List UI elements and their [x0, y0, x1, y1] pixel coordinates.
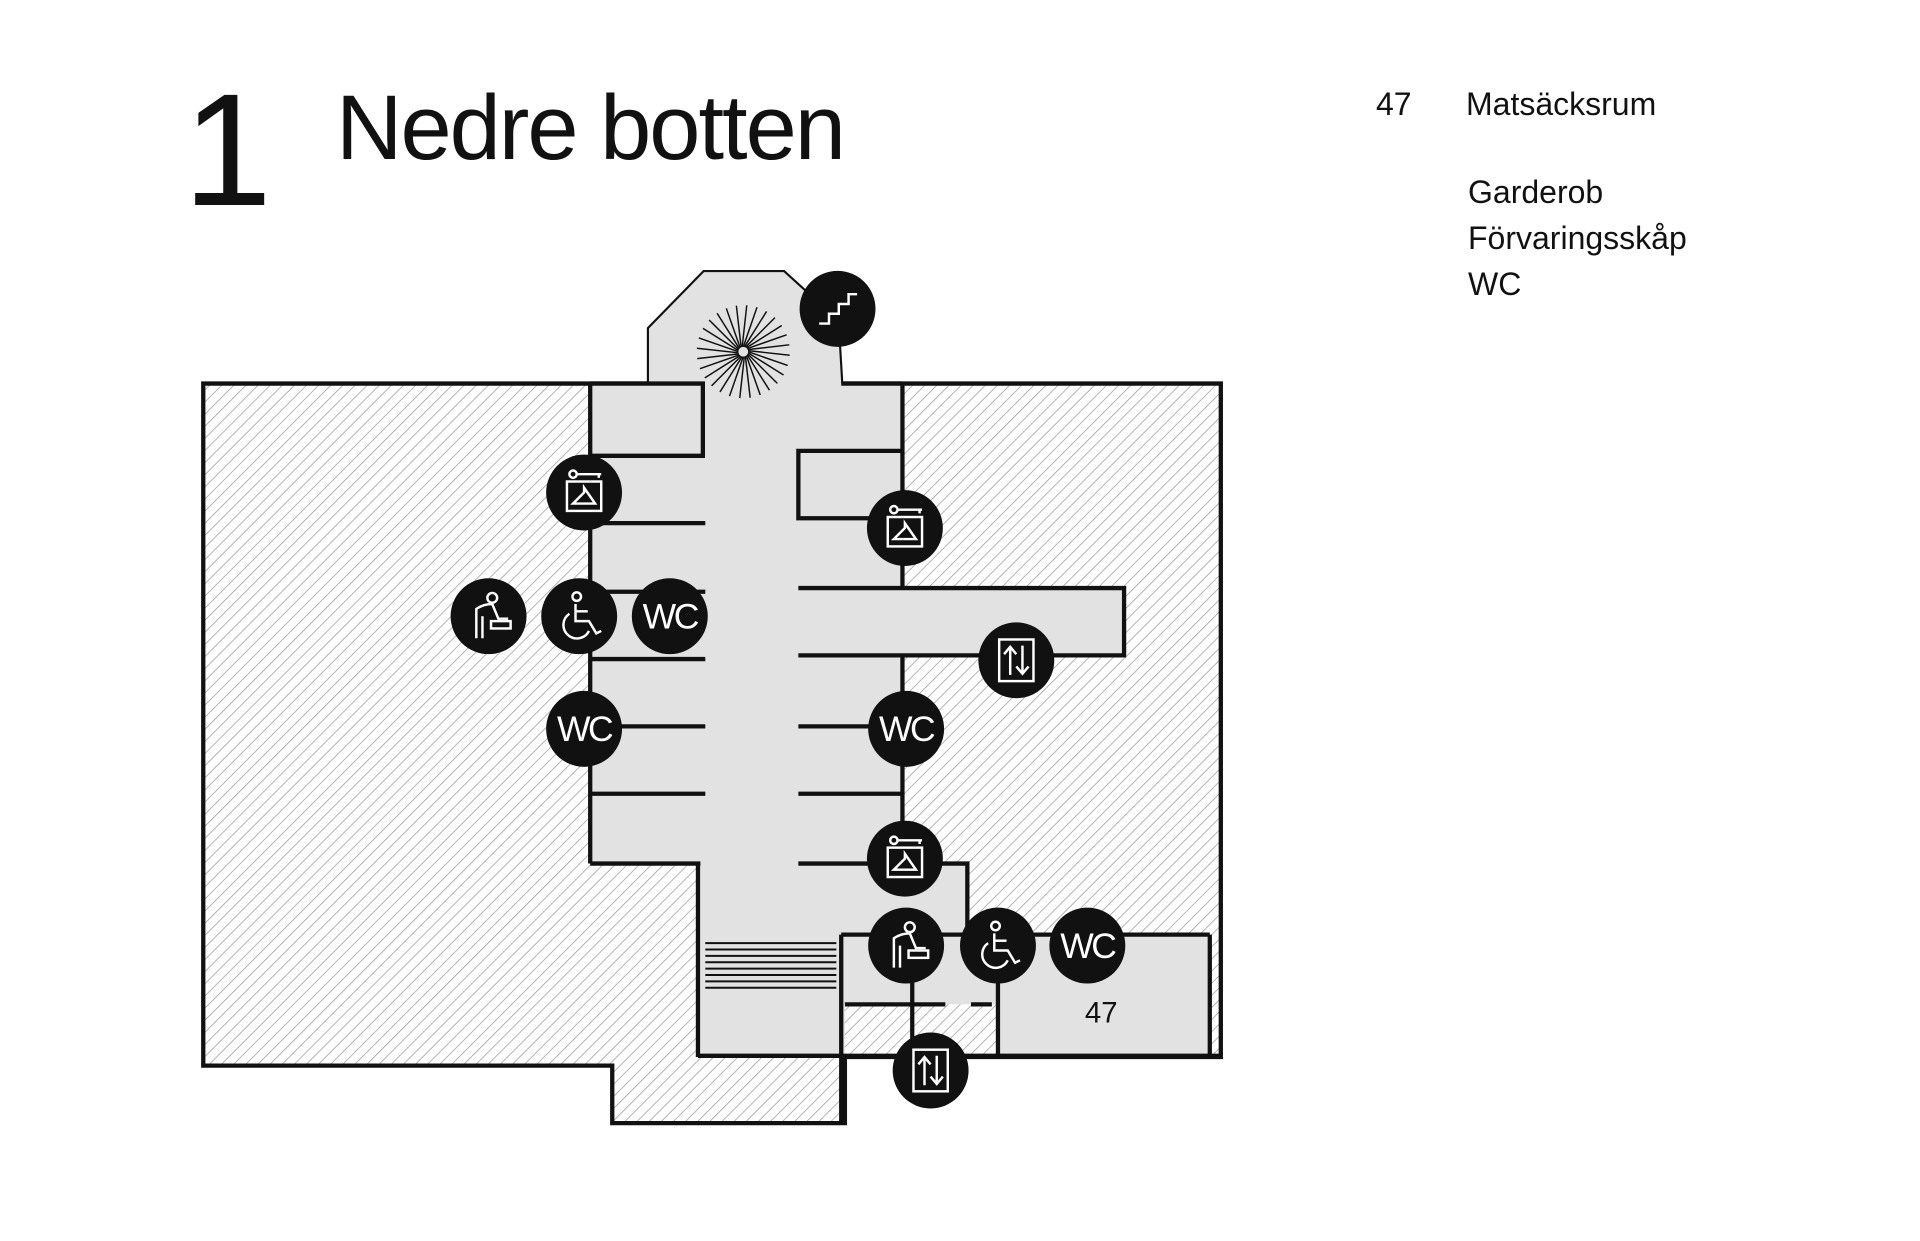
spiral-ray: [746, 334, 787, 350]
wheelchair-icon: [541, 578, 618, 655]
elevator-icon: [978, 622, 1055, 699]
spiral-ray: [739, 356, 746, 399]
floor-title: Nedre botten: [336, 77, 846, 179]
legend-facility-lockers: Förvaringsskåp: [1468, 220, 1687, 256]
legend-room-name: Matsäcksrum: [1466, 86, 1657, 122]
spiral-ray: [698, 337, 739, 353]
spiral-ray: [744, 317, 776, 348]
spiral-ray: [716, 312, 741, 350]
legend: 47 Matsäcksrum Garderob Förvaringsskåp W…: [1376, 88, 1687, 300]
staircase-steps: [705, 942, 837, 989]
spiral-ray: [735, 305, 742, 348]
wc-icon: WC: [868, 690, 945, 767]
legend-facilities: Garderob Förvaringsskåp WC: [1468, 176, 1687, 314]
spiral-ray: [702, 327, 739, 352]
spiral-ray: [704, 354, 741, 379]
spiral-ray: [744, 356, 751, 398]
spiral-ray: [747, 351, 788, 367]
wc-label: WC: [879, 709, 935, 749]
spiral-ray: [745, 324, 783, 349]
wc-label: WC: [1060, 926, 1116, 966]
spiral-ray: [711, 355, 742, 387]
spiral-ray: [741, 305, 748, 348]
spiral-ray: [743, 311, 768, 348]
wc-label: WC: [557, 709, 613, 749]
wc-icon: WC: [1049, 907, 1126, 984]
wardrobe-locker-icon: [546, 454, 623, 531]
spiral-ray: [747, 344, 790, 351]
spiral-ray: [742, 307, 758, 348]
spiral-ray: [745, 355, 761, 396]
spiral-ray: [747, 352, 784, 376]
wc-icon: WC: [631, 578, 708, 655]
spiral-ray: [725, 308, 741, 349]
spiral-ray: [746, 354, 771, 391]
wc-icon: WC: [546, 690, 623, 767]
wardrobe-locker-icon: [866, 490, 943, 567]
legend-facility-wardrobe: Garderob: [1468, 174, 1604, 210]
baby-changing-icon: [868, 907, 945, 984]
spiral-ray: [708, 319, 740, 351]
spiral-ray: [747, 349, 790, 356]
floor-number: 1: [183, 60, 272, 239]
room-47-label: 47: [1085, 997, 1118, 1030]
wheelchair-icon: [960, 907, 1036, 984]
spiral-ray: [696, 347, 739, 354]
spiral-ray: [697, 353, 739, 360]
baby-changing-icon: [450, 578, 527, 655]
wc-label: WC: [643, 596, 699, 636]
stairs-icon: [799, 270, 876, 347]
wardrobe-locker-icon: [866, 820, 943, 897]
elevator-icon: [892, 1032, 969, 1109]
legend-room-47: 47 Matsäcksrum: [1376, 88, 1656, 120]
spiral-ray: [728, 356, 744, 397]
spiral-ray: [699, 354, 740, 370]
spiral-ray: [747, 353, 778, 384]
corridor-floor: [590, 272, 1210, 1056]
legend-room-number: 47: [1376, 86, 1412, 122]
spiral-ray: [719, 356, 743, 393]
spiral-staircase: [696, 305, 790, 399]
legend-facility-wc: WC: [1468, 266, 1522, 302]
